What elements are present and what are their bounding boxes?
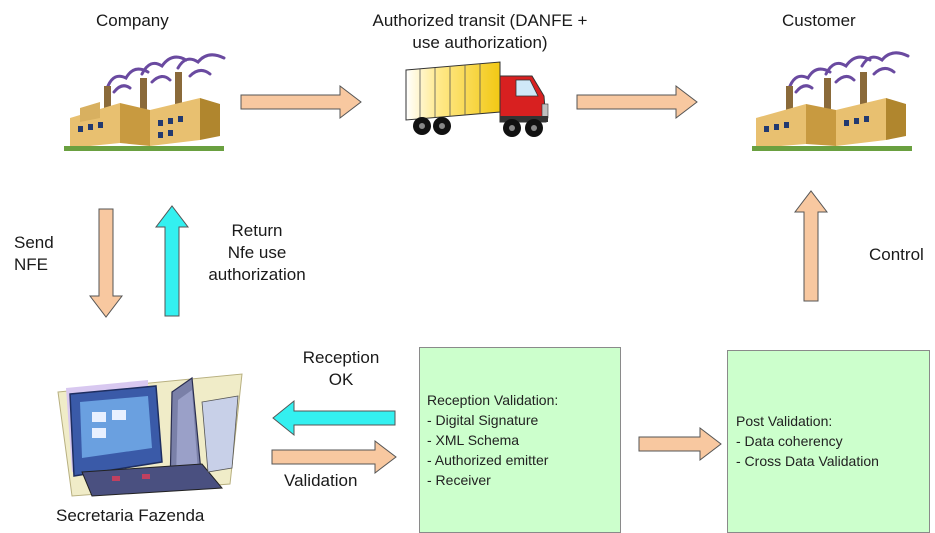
reception-item-xml-schema: - XML Schema <box>427 432 520 448</box>
validation-label: Validation <box>284 471 358 490</box>
send-nfe-label: Send NFE <box>14 232 54 276</box>
post-validation-box: Post Validation: - Data coherency - Cros… <box>727 350 930 533</box>
company-label: Company <box>96 11 169 30</box>
return-line-3: authorization <box>208 265 306 284</box>
arrow-company-to-truck <box>240 84 362 120</box>
post-item-data-coherency: - Data coherency <box>736 433 843 449</box>
send-line-2: NFE <box>14 255 48 274</box>
customer-factory-icon <box>752 51 912 151</box>
transit-line-1: Authorized transit (DANFE + <box>372 11 588 30</box>
reception-line-2: OK <box>328 370 354 389</box>
post-validation-title: Post Validation: <box>736 413 833 429</box>
arrow-control-up <box>793 190 829 302</box>
reception-item-authorized-emitter: - Authorized emitter <box>427 452 549 468</box>
arrow-reception-to-post <box>638 426 722 462</box>
arrow-return-authorization-up <box>154 205 190 317</box>
return-line-1: Return <box>231 221 283 240</box>
reception-item-receiver: - Receiver <box>427 472 491 488</box>
arrow-send-nfe-down <box>88 208 124 318</box>
authorized-transit-label: Authorized transit (DANFE + use authoriz… <box>330 10 630 54</box>
customer-label: Customer <box>782 11 856 30</box>
arrow-validation-right <box>271 439 397 475</box>
reception-validation-box: Reception Validation: - Digital Signatur… <box>419 347 621 533</box>
control-label: Control <box>869 245 924 264</box>
reception-line-1: Reception <box>302 348 380 367</box>
arrow-truck-to-customer <box>576 84 698 120</box>
return-authorization-label: Return Nfe use authorization <box>192 220 322 286</box>
arrow-reception-ok-left <box>272 399 396 437</box>
return-line-2: Nfe use <box>227 243 287 262</box>
secretaria-computer-icon <box>57 373 243 497</box>
secretaria-fazenda-label: Secretaria Fazenda <box>56 506 205 525</box>
company-factory-icon <box>64 53 226 151</box>
truck-icon <box>405 61 549 137</box>
reception-item-digital-signature: - Digital Signature <box>427 412 539 428</box>
send-line-1: Send <box>14 233 54 252</box>
post-item-cross-data-validation: - Cross Data Validation <box>736 453 879 469</box>
transit-line-2: use authorization) <box>412 33 548 52</box>
reception-ok-label: Reception OK <box>286 347 396 391</box>
reception-validation-title: Reception Validation: <box>427 392 559 408</box>
